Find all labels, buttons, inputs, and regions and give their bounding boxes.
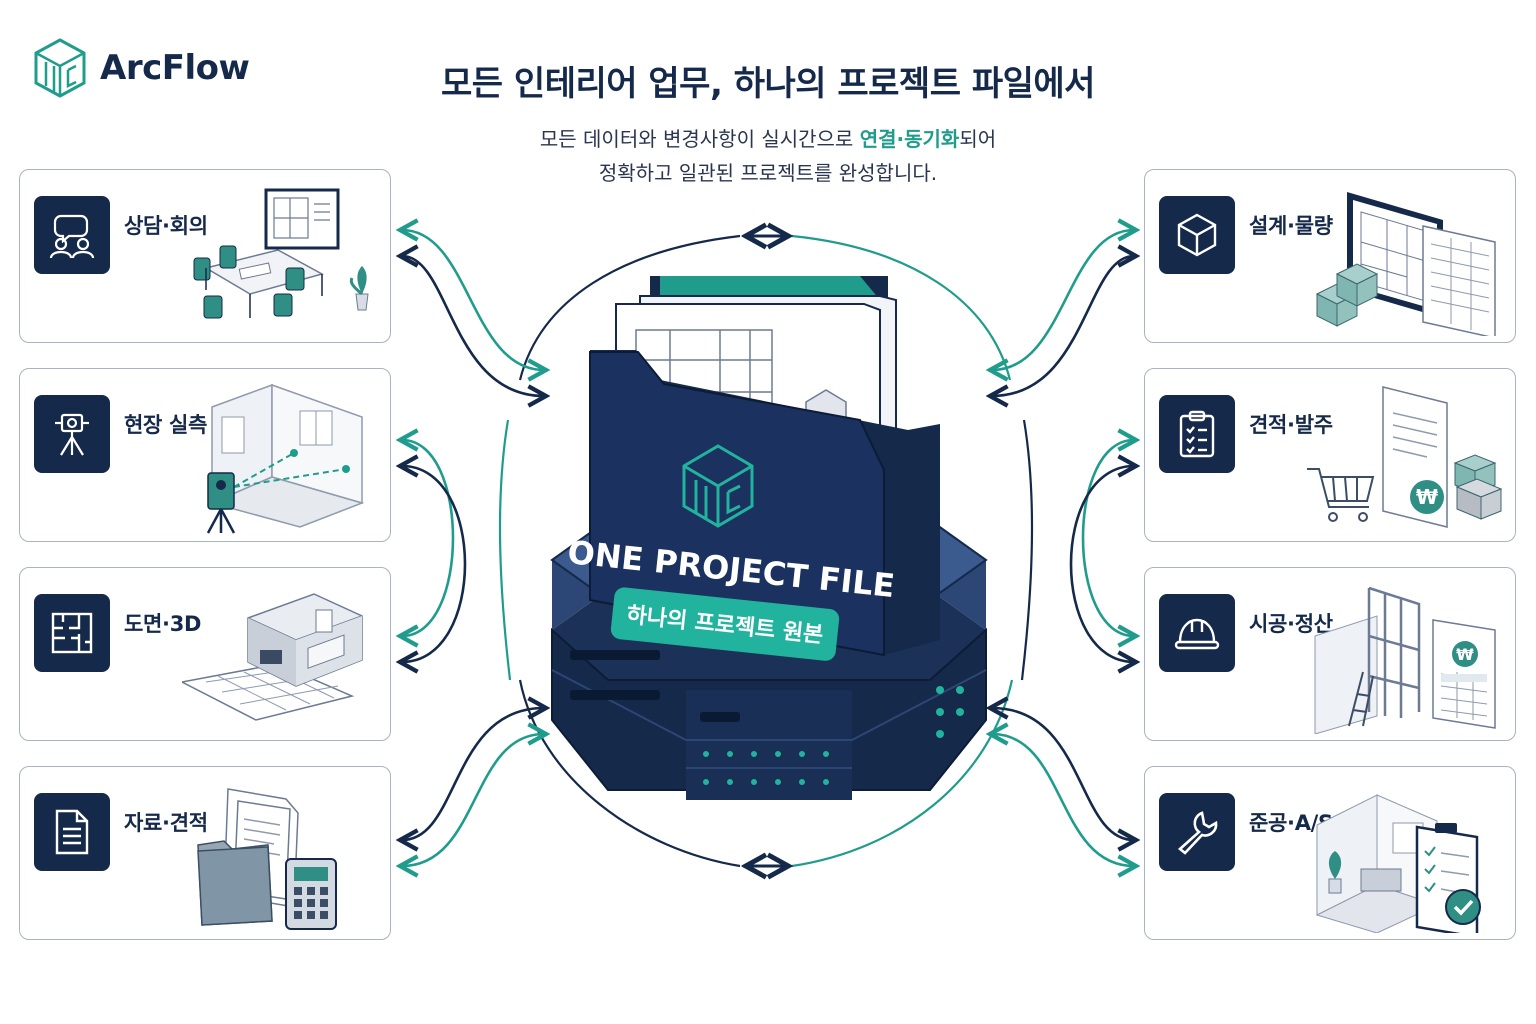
subtitle-text: 모든 데이터와 변경사항이 실시간으로 (539, 127, 860, 151)
invoice-cart-illustration: ₩ (1307, 386, 1503, 528)
svg-text:₩: ₩ (1456, 645, 1474, 664)
card-label: 자료·견적 (124, 811, 208, 835)
won-coin-icon: ₩ (1452, 641, 1478, 667)
meeting-room-illustration (193, 188, 369, 319)
server-stack (550, 519, 988, 800)
page-subtitle: 모든 데이터와 변경사항이 실시간으로 연결·동기화되어 정확하고 일관된 프로… (0, 122, 1536, 190)
plan-spreadsheet-illustration (1315, 192, 1496, 336)
card-completion-as[interactable]: 준공·A/S (1144, 766, 1516, 940)
center-title: ONE PROJECT FILE (566, 533, 897, 605)
icon-badge (34, 395, 110, 473)
card-construction-settlement[interactable]: 시공·정산 ₩ (1144, 567, 1516, 741)
calculator-icon (285, 858, 337, 930)
arcflow-logo-icon (34, 38, 86, 98)
brand: ArcFlow (32, 36, 250, 100)
hard-hat-icon (1174, 618, 1220, 650)
shopping-cart-icon (1307, 468, 1375, 522)
subtitle-line-2: 정확하고 일관된 프로젝트를 완성합니다. (598, 161, 938, 185)
card-drawing-3d[interactable]: 도면·3D (19, 567, 391, 741)
3d-room-illustration (182, 593, 363, 721)
plant-icon (1328, 851, 1342, 894)
consultation-people-icon (49, 214, 95, 259)
floor-plan-icon (51, 612, 93, 654)
wrench-icon (1177, 811, 1218, 855)
brand-name: ArcFlow (100, 48, 250, 88)
icon-badge (1159, 395, 1235, 473)
icon-badge (1159, 196, 1235, 274)
icon-badge (1159, 793, 1235, 871)
card-label: 시공·정산 (1249, 612, 1333, 636)
room-measuring-illustration (206, 383, 365, 534)
card-label: 설계·물량 (1249, 214, 1333, 238)
icon-badge (34, 594, 110, 672)
card-design-quantity[interactable]: 설계·물량 (1144, 169, 1516, 343)
won-coin-icon: ₩ (1410, 480, 1444, 514)
subtitle-text-end: 되어 (959, 127, 997, 151)
page-title: 모든 인테리어 업무, 하나의 프로젝트 파일에서 (441, 64, 1095, 104)
subtitle-highlight: 연결·동기화 (859, 127, 960, 151)
card-label: 현장 실측 (124, 413, 208, 437)
svg-text:₩: ₩ (1416, 485, 1438, 509)
card-site-survey[interactable]: 현장 실측 (19, 368, 391, 542)
laser-meter-icon (206, 472, 236, 534)
right-connectors (992, 230, 1134, 866)
files-calculator-illustration (197, 788, 337, 930)
left-connectors (402, 230, 544, 866)
card-label: 견적·발주 (1249, 413, 1333, 437)
project-folder: ONE PROJECT FILE 하나의 프로젝트 원본 (566, 276, 940, 661)
icon-badge (34, 793, 110, 871)
card-quote-order[interactable]: 견적·발주 ₩ (1144, 368, 1516, 542)
center-badge: 하나의 프로젝트 원본 (625, 603, 824, 649)
card-consultation[interactable]: 상담·회의 (19, 169, 391, 343)
ladder-icon (1348, 671, 1374, 727)
card-material-quote[interactable]: 자료·견적 (19, 766, 391, 940)
card-label: 상담·회의 (124, 214, 208, 238)
surveying-tripod-icon (55, 413, 89, 456)
finished-room-checklist-illustration (1315, 794, 1481, 933)
icon-badge (1159, 594, 1235, 672)
checklist-clipboard-icon (1415, 823, 1481, 933)
plant-icon (349, 266, 369, 311)
icon-badge (34, 196, 110, 274)
clipboard-checklist-icon (1179, 410, 1215, 458)
framing-invoice-illustration: ₩ (1314, 586, 1496, 734)
document-icon (55, 809, 89, 855)
cube-icon (1177, 213, 1217, 257)
card-label: 도면·3D (124, 612, 202, 636)
sync-ring (498, 234, 1034, 868)
